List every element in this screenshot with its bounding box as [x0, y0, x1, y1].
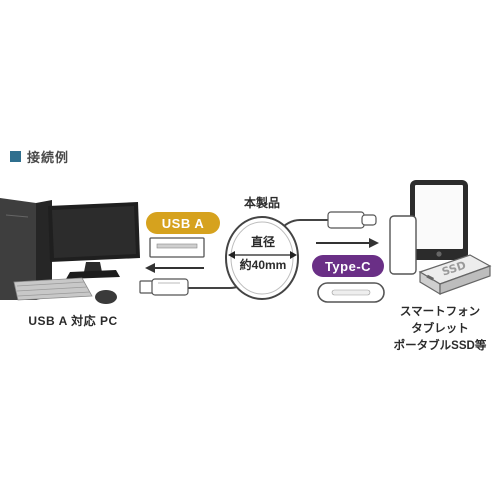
- usb-a-badge: USB A: [146, 212, 220, 234]
- cable-reel: [225, 216, 299, 300]
- devices-label: スマートフォン タブレット ポータブルSSD等: [380, 304, 500, 355]
- mouse-icon: [95, 290, 117, 304]
- devices-label-line: ポータブルSSD等: [393, 340, 487, 352]
- diameter-label: 直径: [250, 235, 275, 249]
- heading-square-icon: [10, 150, 21, 162]
- usb-a-port-icon: [149, 237, 205, 258]
- desktop-monitor-icon: [48, 202, 140, 279]
- product-label: 本製品: [243, 196, 280, 210]
- portable-ssd-icon: SSD: [418, 254, 492, 296]
- type-c-plug: [327, 211, 377, 229]
- arrow-right-icon: [316, 238, 379, 248]
- keyboard-icon: [13, 277, 93, 301]
- pc-tower-icon: [0, 198, 52, 300]
- pc-label: USB A 対応 PC: [28, 314, 118, 328]
- usb-a-plug: [139, 278, 189, 296]
- heading-text: 接続例: [27, 149, 70, 165]
- diameter-value: 約40mm: [239, 258, 287, 272]
- tablet-icon: [410, 180, 468, 260]
- type-c-badge: Type-C: [312, 255, 384, 277]
- smartphone-icon: [389, 215, 417, 275]
- devices-label-line: スマートフォン: [399, 306, 481, 318]
- arrow-left-icon: [145, 263, 204, 273]
- section-heading: 接続例: [10, 148, 70, 165]
- devices-label-line: タブレット: [411, 323, 469, 335]
